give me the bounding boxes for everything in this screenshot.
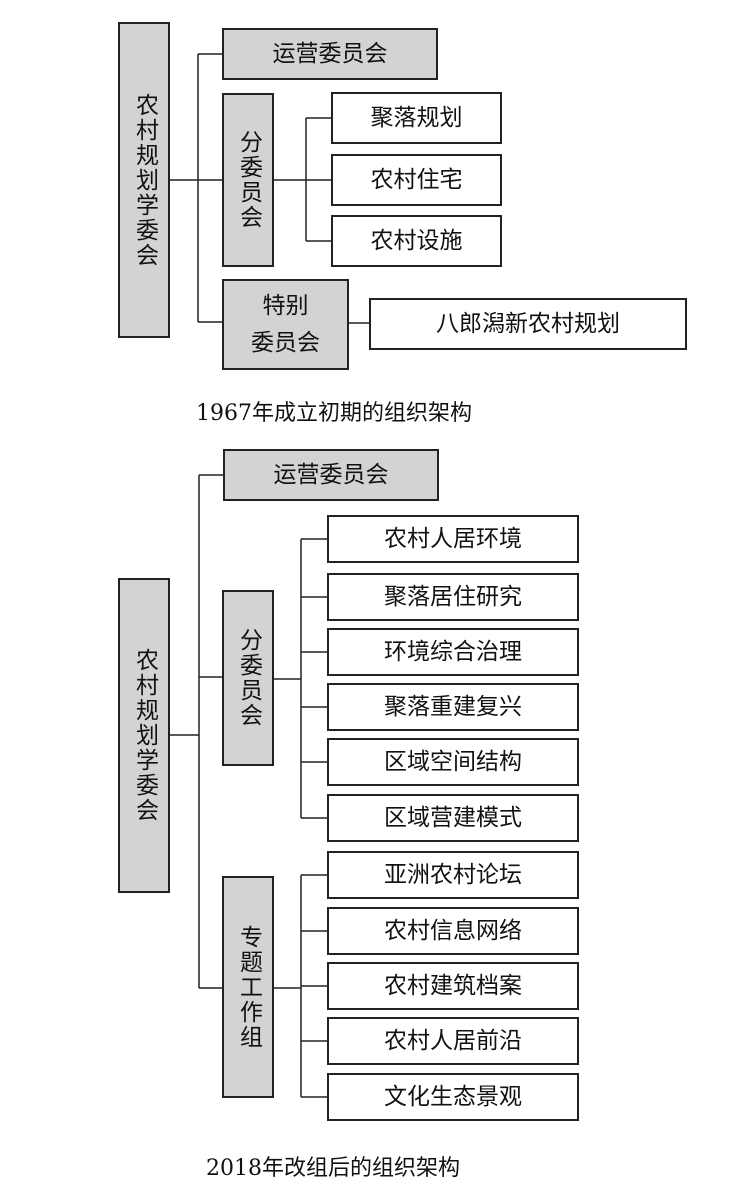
d2-workgroup-item: 农村人居前沿 [327,1017,579,1065]
d1-operations-committee-box: 运营委员会 [222,28,438,80]
d2-subcommittee-item: 聚落重建复兴 [327,683,579,731]
d1-special-committee-line2: 委员会 [251,329,320,356]
d1-special-item: 八郎潟新农村规划 [369,298,687,350]
d1-subcommittee-item: 农村住宅 [331,154,502,206]
d2-subcommittee-item: 农村人居环境 [327,515,579,563]
d2-workgroup-item: 农村信息网络 [327,907,579,955]
d2-subcommittee-item: 聚落居住研究 [327,573,579,621]
d2-subcommittee-item: 区域空间结构 [327,738,579,786]
d1-subcommittee-box: 分委员会 [222,93,274,267]
d1-special-committee-line1: 特别 [262,292,309,319]
d1-subcommittee-item: 农村设施 [331,215,502,267]
d2-subcommittee-item: 区域营建模式 [327,794,579,842]
d2-root-box: 农村规划学委会 [118,578,170,893]
d2-operations-committee-box: 运营委员会 [223,449,439,501]
d2-caption: 2018年改组后的组织架构 [206,1156,460,1181]
d1-caption: 1967年成立初期的组织架构 [196,401,472,426]
d2-subcommittee-item: 环境综合治理 [327,628,579,676]
d2-workgroup-box: 专题工作组 [222,876,274,1098]
d2-workgroup-item: 亚洲农村论坛 [327,851,579,899]
d1-root-box: 农村规划学委会 [118,22,170,338]
d1-subcommittee-item: 聚落规划 [331,92,502,144]
d1-special-committee-box: 特别 委员会 [222,279,349,370]
d2-subcommittee-box: 分委员会 [222,590,274,766]
d2-workgroup-item: 农村建筑档案 [327,962,579,1010]
d2-workgroup-item: 文化生态景观 [327,1073,579,1121]
